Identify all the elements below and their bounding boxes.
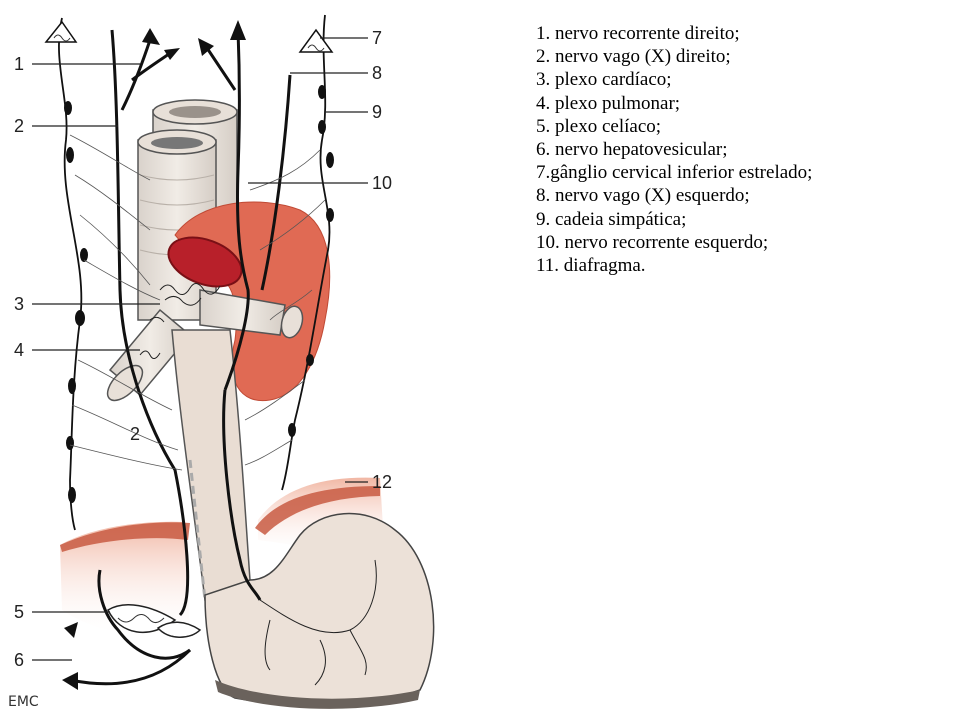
legend-item-2: 2. nervo vago (X) direito; xyxy=(536,45,812,68)
esophagus-upper-lumen xyxy=(151,137,203,149)
legend-item-7: 7.gânglio cervical inferior estrelado; xyxy=(536,161,812,184)
legend-item-1: 1. nervo recorrente direito; xyxy=(536,22,812,45)
stellate-ganglion-right xyxy=(46,22,76,42)
legend-item-5: 5. plexo celíaco; xyxy=(536,115,812,138)
legend-item-6: 6. nervo hepatovesicular; xyxy=(536,138,812,161)
legend-item-3: 3. plexo cardíaco; xyxy=(536,68,812,91)
legend-item-9: 9. cadeia simpática; xyxy=(536,208,812,231)
callout-2-lower: 2 xyxy=(130,424,140,444)
callout-6: 6 xyxy=(14,650,24,670)
callout-4: 4 xyxy=(14,340,24,360)
emc-logo: EMC xyxy=(8,694,39,710)
legend-item-4: 4. plexo pulmonar; xyxy=(536,92,812,115)
trachea-lumen xyxy=(169,106,221,118)
callout-9: 9 xyxy=(372,102,382,122)
callout-10: 10 xyxy=(372,173,392,193)
callout-2: 2 xyxy=(14,116,24,136)
callout-7: 7 xyxy=(372,28,382,48)
legend-list: 1. nervo recorrente direito; 2. nervo va… xyxy=(536,22,812,277)
legend-item-11: 11. diafragma. xyxy=(536,254,812,277)
legend-item-10: 10. nervo recorrente esquerdo; xyxy=(536,231,812,254)
callout-12: 12 xyxy=(372,472,392,492)
stellate-ganglion-left xyxy=(300,30,332,52)
callout-8: 8 xyxy=(372,63,382,83)
legend-item-8: 8. nervo vago (X) esquerdo; xyxy=(536,184,812,207)
callout-1: 1 xyxy=(14,54,24,74)
callout-5: 5 xyxy=(14,602,24,622)
callout-3: 3 xyxy=(14,294,24,314)
